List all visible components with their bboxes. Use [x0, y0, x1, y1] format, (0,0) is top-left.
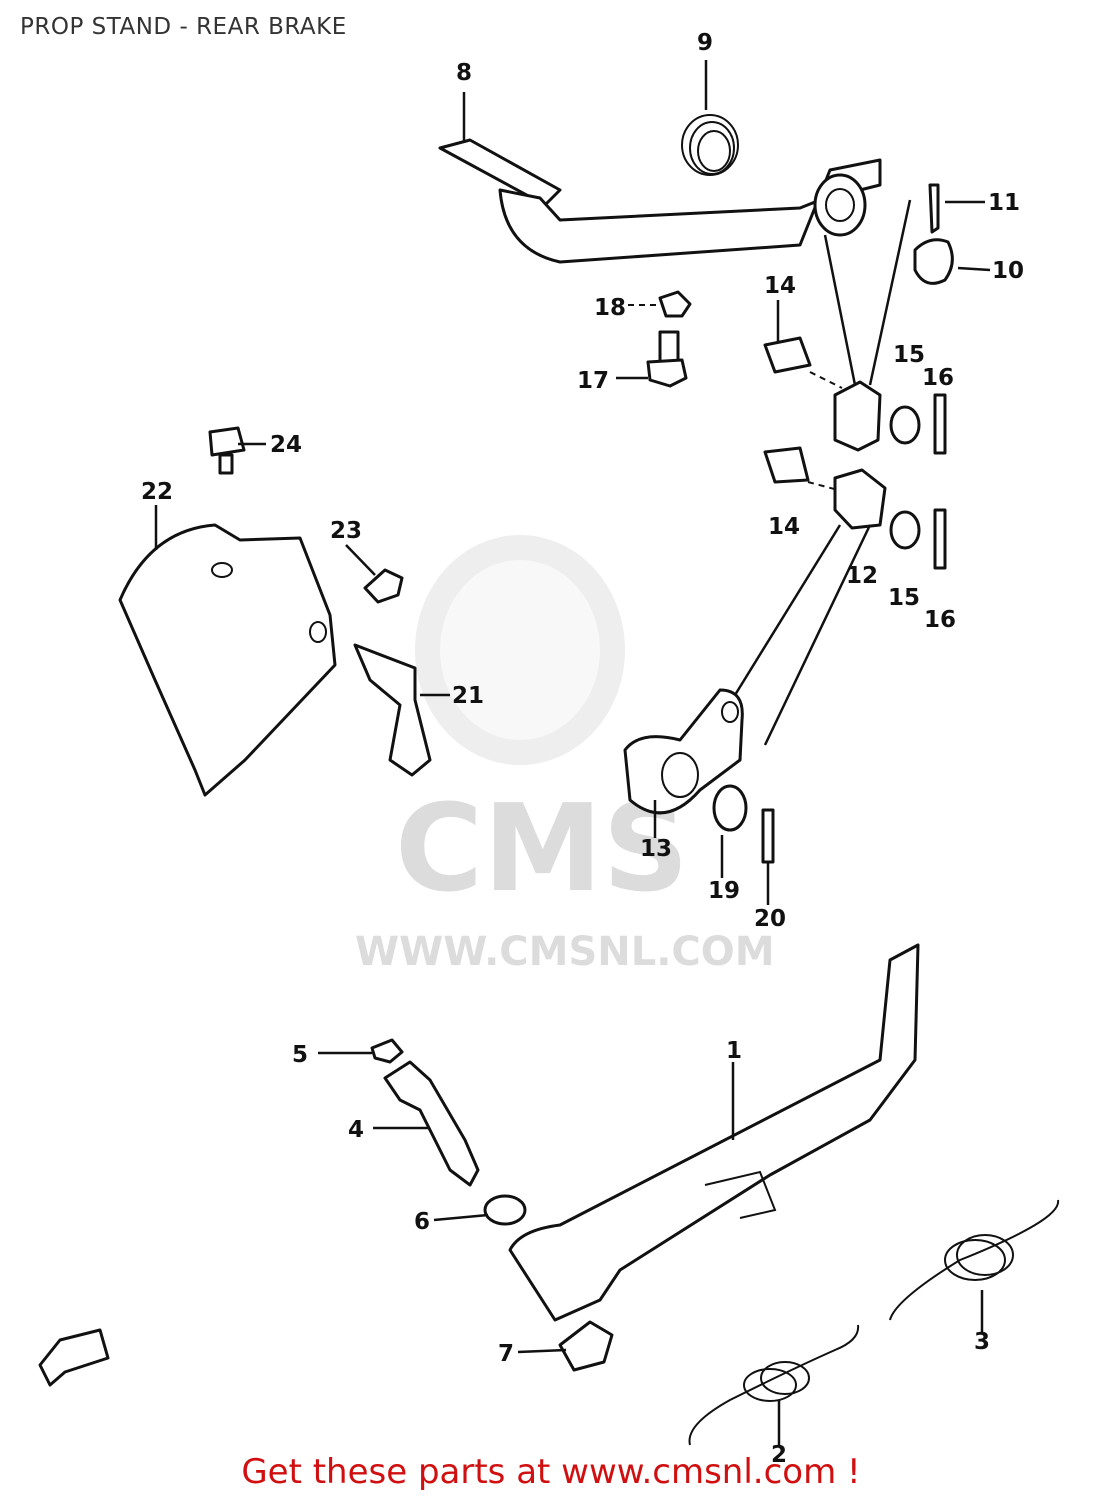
- brake-pedal: [438, 138, 882, 264]
- callout-19: 19: [708, 878, 740, 904]
- brake-lever-arm: [623, 688, 744, 815]
- diagram-title: PROP STAND - REAR BRAKE: [20, 14, 347, 40]
- bolt: [208, 426, 246, 457]
- callout-15b: 15: [888, 585, 920, 611]
- callout-11: 11: [988, 190, 1020, 216]
- watermark-url: WWW.CMSNL.COM: [355, 929, 775, 975]
- prop-stand: [508, 943, 920, 1322]
- rod-joint: [833, 380, 882, 452]
- callout-4: 4: [348, 1117, 364, 1143]
- pivot-bolt: [383, 1060, 480, 1187]
- callout-2: 2: [771, 1442, 787, 1468]
- callout-20: 20: [754, 906, 786, 932]
- spring: [688, 1324, 860, 1446]
- callout-7: 7: [498, 1341, 514, 1367]
- washer: [889, 405, 921, 445]
- nut: [558, 1320, 614, 1372]
- pin: [761, 808, 775, 864]
- pin: [933, 393, 947, 455]
- spring: [889, 1199, 1060, 1321]
- cover-plate: [118, 523, 337, 797]
- callout-5: 5: [292, 1042, 308, 1068]
- front-arrow-icon: [38, 1328, 110, 1387]
- washer: [712, 784, 748, 832]
- callout-15: 15: [893, 342, 925, 368]
- callout-8: 8: [456, 60, 472, 86]
- callout-21: 21: [452, 683, 484, 709]
- cap: [913, 238, 954, 285]
- callout-9: 9: [697, 30, 713, 56]
- footer-promo-link[interactable]: Get these parts at www.cmsnl.com !: [241, 1452, 861, 1492]
- callout-23: 23: [330, 518, 362, 544]
- bracket: [353, 643, 432, 777]
- callout-17: 17: [577, 368, 609, 394]
- callout-6: 6: [414, 1209, 430, 1235]
- nut: [370, 1038, 404, 1064]
- callout-18: 18: [594, 295, 626, 321]
- cotter-pin: [928, 183, 940, 234]
- callout-16b: 16: [924, 607, 956, 633]
- clevis-pin: [763, 336, 812, 374]
- rod-joint: [833, 468, 887, 530]
- callout-13: 13: [640, 836, 672, 862]
- clevis-pin: [763, 446, 810, 484]
- callout-3: 3: [974, 1329, 990, 1355]
- bolt: [363, 568, 404, 604]
- pin: [933, 508, 947, 570]
- callout-12: 12: [846, 563, 878, 589]
- callout-1: 1: [726, 1038, 742, 1064]
- callout-16: 16: [922, 365, 954, 391]
- washer: [483, 1194, 527, 1226]
- callout-22: 22: [141, 479, 173, 505]
- brake-return-spring: [681, 114, 739, 176]
- adjust-bolt: [658, 330, 680, 364]
- nut: [658, 290, 692, 318]
- callout-14: 14: [764, 273, 796, 299]
- callout-14b: 14: [768, 514, 800, 540]
- callout-24: 24: [270, 432, 302, 458]
- callout-10: 10: [992, 258, 1024, 284]
- washer: [889, 510, 921, 550]
